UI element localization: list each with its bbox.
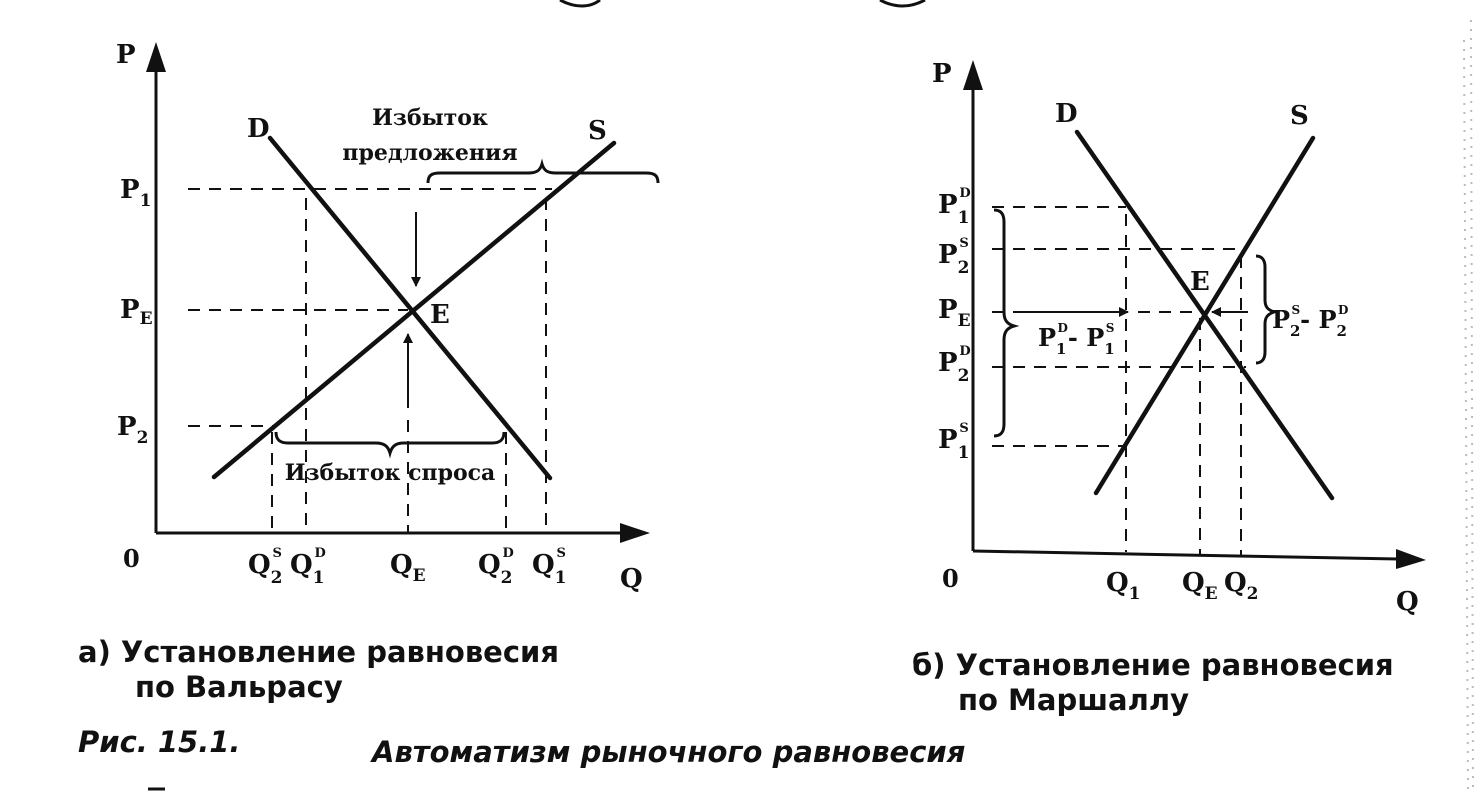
figure-title: Автоматизм рыночного равновесия	[370, 735, 965, 769]
panel-a-price-axis-arrow-icon	[146, 42, 166, 72]
scan-edge-noise	[1463, 19, 1474, 791]
svg-text:Q2: Q2	[1224, 568, 1259, 604]
svg-text:PE: PE	[120, 295, 153, 329]
panel-b-equilibrium-label: E	[1190, 267, 1210, 297]
cropped-text-fragment	[559, 0, 926, 8]
panel-b-supply-curve	[1093, 135, 1316, 496]
panel-a-caption-line1: а) Установление равновесия	[78, 635, 559, 669]
panel-a-excess-supply-line2: предложения	[342, 140, 517, 166]
svg-text:QE: QE	[390, 550, 426, 586]
svg-text:P1D- P1S: P1D- P1S	[1038, 321, 1115, 358]
panel-a-quantity-axis-arrow-icon	[620, 523, 650, 543]
panel-a-demand-label: D	[247, 114, 270, 144]
panel-b-origin-label: 0	[942, 564, 959, 593]
svg-text:P1S: P1S	[938, 421, 969, 463]
panel-a-q1d-label: Q1D	[290, 546, 326, 588]
panel-b-demand-label: D	[1055, 99, 1078, 129]
panel-b-p2s-label: P2S	[938, 236, 969, 278]
svg-text:Q2S: Q2S	[248, 546, 283, 588]
panel-b-right-gap-brace	[1255, 254, 1279, 365]
panel-b-p1s-label: P1S	[938, 421, 969, 463]
panel-b-quantity-axis	[972, 549, 1399, 561]
panel-a-axis-q-label: Q	[620, 564, 643, 594]
panel-b-caption-line1: б) Установление равновесия	[912, 648, 1394, 682]
figure-number: Рис. 15.1.	[78, 725, 240, 759]
svg-text:P1: P1	[120, 175, 151, 211]
panel-b-right-gap-label: P2S- P2D	[1272, 303, 1348, 340]
svg-text:QE: QE	[1182, 568, 1218, 604]
svg-text:P2D: P2D	[938, 344, 971, 386]
panel-a-equilibrium-label: E	[430, 300, 450, 330]
panel-a-axis-p-label: P	[116, 40, 136, 70]
panel-b-caption-line2: по Маршаллу	[958, 683, 1189, 717]
panel-b-pe-label: PE	[938, 295, 971, 331]
panel-b-p2d-label: P2D	[938, 344, 971, 386]
svg-text:P2S- P2D: P2S- P2D	[1272, 303, 1348, 340]
panel-b-left-gap-brace	[993, 208, 1020, 438]
svg-text:P2: P2	[117, 412, 148, 448]
panel-a-supply-curve	[211, 140, 617, 480]
panel-a-excess-demand-label: Избыток спроса	[285, 460, 496, 486]
panel-b-qe-label: QE	[1182, 568, 1218, 604]
panel-b-marshall: P Q 0 D S E P1D P2S PE P2D	[912, 59, 1426, 717]
svg-text:P1D: P1D	[938, 186, 971, 228]
svg-text:Q1: Q1	[1106, 568, 1141, 604]
panel-a-p2-label: P2	[117, 412, 148, 448]
panel-a-walras: P Q 0 D S E P1 PE P2 Избыток предложени	[78, 40, 660, 704]
panel-b-price-axis-arrow-icon	[963, 60, 983, 90]
panel-a-q2d-label: Q2D	[478, 546, 514, 588]
svg-text:Q1S: Q1S	[532, 546, 567, 588]
panel-a-q1s-label: Q1S	[532, 546, 567, 588]
panel-a-excess-demand-brace	[274, 431, 506, 459]
svg-text:Q2D: Q2D	[478, 546, 514, 588]
svg-text:PE: PE	[938, 295, 971, 331]
panel-a-excess-supply-brace	[426, 158, 660, 184]
panel-b-quantity-axis-arrow-icon	[1396, 549, 1426, 569]
panel-b-axis-q-label: Q	[1396, 587, 1419, 617]
panel-a-demand-curve	[267, 135, 553, 481]
panel-b-supply-label: S	[1290, 101, 1309, 131]
panel-b-p1d-label: P1D	[938, 186, 971, 228]
panel-a-origin-label: 0	[123, 544, 140, 573]
panel-b-q2-label: Q2	[1224, 568, 1259, 604]
panel-a-excess-supply-line1: Избыток	[372, 105, 488, 131]
panel-a-pe-label: PE	[120, 295, 153, 329]
panel-a-q2s-label: Q2S	[248, 546, 283, 588]
panel-a-p1-label: P1	[120, 175, 151, 211]
panel-b-axis-p-label: P	[932, 59, 952, 89]
svg-text:P2S: P2S	[938, 236, 969, 278]
panel-a-supply-label: S	[588, 116, 607, 146]
panel-b-q1-label: Q1	[1106, 568, 1141, 604]
panel-b-left-gap-label: P1D- P1S	[1038, 321, 1115, 358]
panel-a-qe-label: QE	[390, 550, 426, 586]
svg-text:Q1D: Q1D	[290, 546, 326, 588]
panel-a-caption-line2: по Вальрасу	[135, 670, 343, 704]
